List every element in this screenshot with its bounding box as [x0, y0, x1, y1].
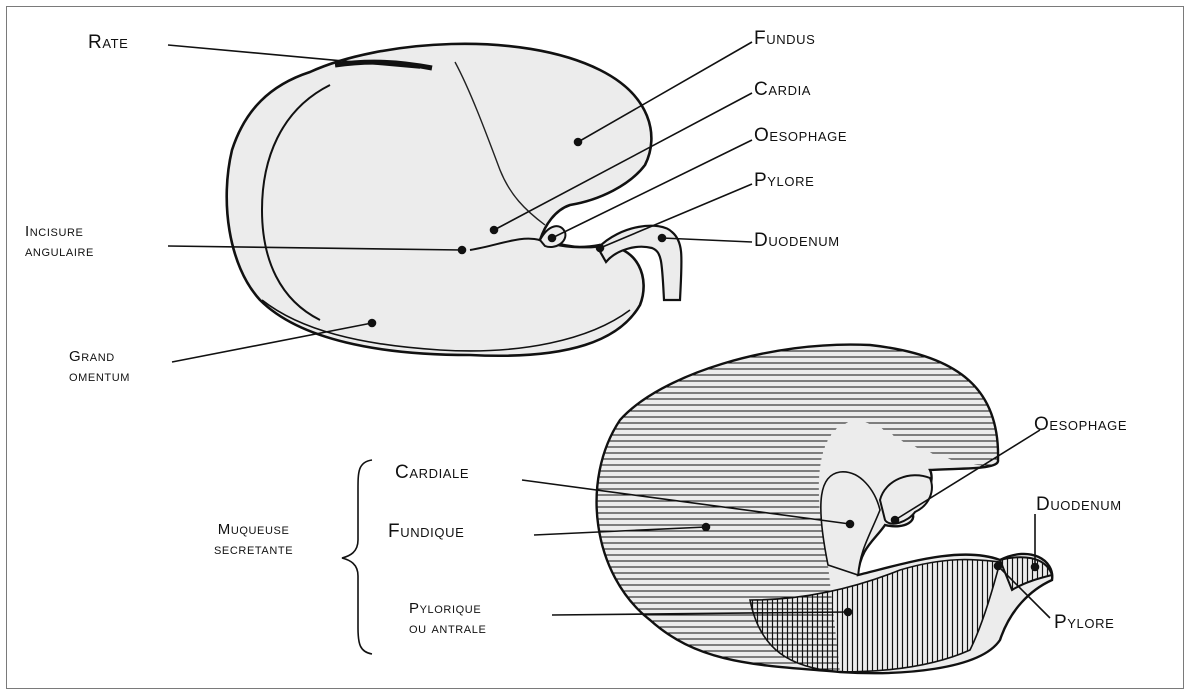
dot-oesophage-2 — [892, 517, 899, 524]
label-incisure-line1: Incisure — [25, 222, 94, 242]
label-muqueuse-secretante: Muqueuse secretante — [214, 520, 293, 560]
label-muqueuse-line1: Muqueuse — [214, 520, 293, 540]
label-grand-line2: omentum — [69, 367, 130, 387]
label-pylore: Pylore — [754, 170, 814, 192]
label-duodenum-2: Duodenum — [1036, 494, 1122, 516]
label-pylorique-line1: Pylorique — [409, 599, 486, 619]
label-pylorique-line2: ou antrale — [409, 619, 486, 639]
label-grand-omentum: Grand omentum — [69, 347, 130, 387]
brace — [342, 460, 372, 654]
bottom-stomach — [580, 340, 1052, 680]
label-duodenum: Duodenum — [754, 230, 840, 252]
label-cardia: Cardia — [754, 79, 811, 101]
label-fundus: Fundus — [754, 28, 815, 50]
dot-grand-omentum — [369, 320, 376, 327]
label-muqueuse-line2: secretante — [214, 540, 293, 560]
dot-pylore-2 — [995, 563, 1002, 570]
dot-cardiale — [847, 521, 854, 528]
dot-duodenum — [659, 235, 666, 242]
label-oesophage-2: Oesophage — [1034, 414, 1127, 436]
dot-cardia — [491, 227, 498, 234]
label-grand-line1: Grand — [69, 347, 130, 367]
dot-incisure — [459, 247, 466, 254]
top-stomach — [227, 44, 682, 356]
dot-fundus — [575, 139, 582, 146]
stomach-outline — [227, 44, 652, 356]
label-cardiale: Cardiale — [395, 462, 469, 484]
dot-pylore — [597, 245, 604, 252]
label-oesophage: Oesophage — [754, 125, 847, 147]
label-incisure-angulaire: Incisure angulaire — [25, 222, 94, 262]
label-incisure-line2: angulaire — [25, 242, 94, 262]
dot-oesophage — [549, 235, 556, 242]
label-pylore-2: Pylore — [1054, 612, 1114, 634]
dot-fundique — [703, 524, 710, 531]
label-rate: Rate — [88, 32, 128, 54]
label-pylorique-antrale: Pylorique ou antrale — [409, 599, 486, 639]
dot-pylorique — [845, 609, 852, 616]
dot-duodenum-2 — [1032, 564, 1039, 571]
label-fundique: Fundique — [388, 521, 464, 543]
